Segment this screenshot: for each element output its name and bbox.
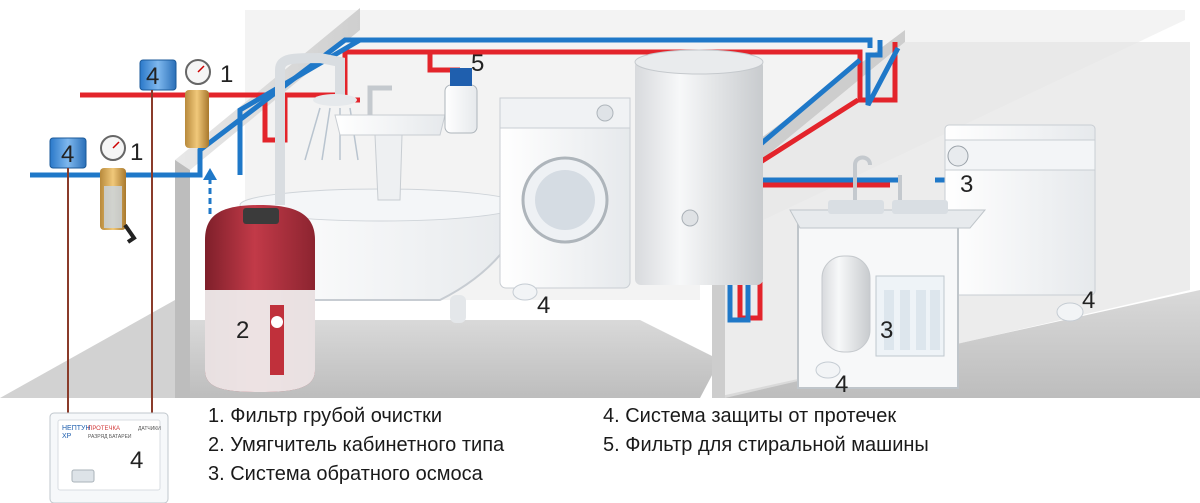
washbasin-bowl [334,114,446,136]
coarse-filter-bottom [100,135,137,244]
sink-basin-right [892,200,948,214]
leak-sensor-kitchen [1056,302,1084,322]
legend-item-1: 1. Фильтр грубой очистки [208,405,443,427]
callout-2-softener: 2 [236,317,249,344]
sink-faucet [853,155,872,200]
washer-door-glass [535,170,595,230]
dishwasher-knob [947,145,969,167]
countertop [789,209,987,229]
dishwasher [944,124,1096,296]
coarse-filter-flask [104,186,122,228]
legend-item-3: 3. Система обратного осмоса [208,463,483,485]
controller-button [71,469,95,483]
callout-4-cabinet: 4 [835,371,848,398]
cold-bath-pipe [237,37,362,175]
softener-display [243,208,279,224]
washer-filter-housing [444,84,478,134]
washbasin [334,85,446,201]
softener-side-strip [270,305,284,375]
washer-knob [596,104,614,122]
callout-5-filter: 5 [471,50,484,77]
dishwasher-panel [944,139,1096,171]
hot-main-pipe [80,49,460,143]
bathroom-wall-face [175,160,190,398]
callout-1-top: 1 [220,61,233,88]
shutoff-valve-top [139,59,177,91]
controller-subtitle: РАЗРЯД БАТАРЕИ [88,434,132,440]
softener-feed-arrow [203,168,217,180]
leak-sensor-cabinet [815,361,841,379]
boiler-body [635,60,763,285]
washing-machine [499,97,631,289]
controller-model: XP [62,433,72,440]
callout-4-bath: 4 [537,292,550,319]
outer-floor [0,300,175,398]
boiler-top [634,49,764,75]
softener-logo [271,316,283,328]
washer-filter [444,68,478,134]
bathroom-left-wall [175,8,360,398]
cold-main-pipe [30,37,873,178]
legend-item-2: 2. Умягчитель кабинетного типа [208,434,505,456]
leak-controller: НЕПТУН XP ПРОТЕЧКА РАЗРЯД БАТАРЕИ ДАТЧИК… [49,412,169,503]
legend-left-column: 1. Фильтр грубой очистки 2. Умягчитель к… [208,402,504,489]
washbasin-pedestal [374,134,403,201]
controller-tab: ДАТЧИКИ [138,426,161,432]
boiler-thermostat [681,209,699,227]
legend-right-column: 4. Система защиты от протечек 5. Фильтр … [603,402,929,460]
shower-pipe [275,52,345,205]
controller-brand: НЕПТУН [62,425,91,432]
cold-kitchen-pipe [865,40,901,107]
bathtub-leg [450,295,466,323]
sink-basin-left [828,200,884,214]
sensor-cables [67,90,153,415]
washbasin-faucet [367,85,392,115]
legend-item-4: 4. Система защиты от протечек [603,405,897,427]
callout-4-valve-top: 4 [146,63,159,90]
softener-lower [205,290,315,392]
osmosis-tank [821,255,871,353]
washer-filter-cap [450,68,472,86]
flush-valve [123,223,137,244]
shower-head [313,94,357,106]
callout-4-valve-bottom: 4 [61,141,74,168]
water-softener [205,205,315,392]
coarse-filter-top [185,59,211,148]
legend-item-5: 5. Фильтр для стиральной машины [603,434,929,456]
callout-3-dishwasher: 3 [960,171,973,198]
callout-numbers: 1 1 4 4 5 2 4 3 3 4 4 4 [61,50,1095,474]
reverse-osmosis [821,255,945,357]
callout-3-osmosis: 3 [880,317,893,344]
water-heater [634,49,764,285]
callout-1-bottom: 1 [130,139,143,166]
callout-4-kitchen: 4 [1082,287,1095,314]
controller-title: ПРОТЕЧКА [88,426,120,432]
leak-sensor-bath [512,283,538,301]
coarse-filter-top-body [185,90,209,148]
callout-4-controller: 4 [130,447,143,474]
